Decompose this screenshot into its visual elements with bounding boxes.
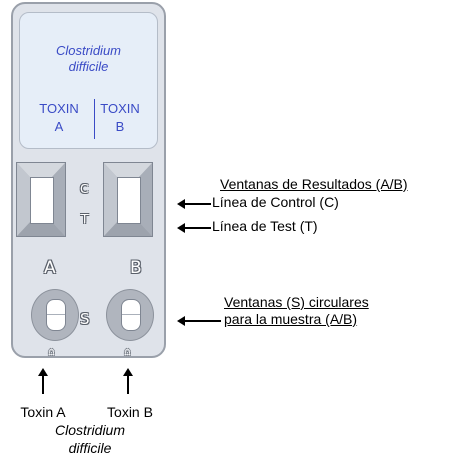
control-line-mark: C: [80, 182, 89, 196]
organism-name-line1: Clostridium: [55, 43, 121, 58]
toxin-b-label-line2: B: [115, 119, 125, 134]
house-icon: ⌂: [124, 346, 131, 358]
sample-mark: S: [80, 310, 90, 328]
test-line-arrow: [177, 223, 211, 233]
control-line-annotation: Línea de Control (C): [212, 194, 339, 210]
toxin-b-label-line1: TOXIN: [100, 101, 140, 116]
window-a-mark: A: [44, 258, 56, 278]
sample-windows-annotation-line2: para la muestra (A/B): [224, 311, 358, 327]
result-window-a-strip: [30, 177, 54, 224]
result-window-a-bevel: [16, 162, 66, 237]
toxin-b-label: TOXIN B: [90, 101, 150, 134]
test-cassette: Clostridium difficile TOXIN A TOXIN B: [11, 2, 166, 358]
toxin-a-label: TOXIN A: [29, 101, 89, 134]
result-window-b-strip: [117, 177, 141, 224]
toxin-divider: [94, 99, 95, 139]
house-icon: ⌂: [48, 346, 55, 358]
sample-windows-arrow: [177, 316, 221, 326]
result-windows-annotation: Ventanas de Resultados (A/B): [220, 176, 408, 192]
sample-well-a-slot: [46, 299, 66, 331]
result-window-a: [16, 162, 66, 237]
control-line-arrow: [177, 199, 211, 209]
test-line-annotation: Línea de Test (T): [212, 218, 318, 234]
bottom-organism-line1: Clostridium: [54, 422, 125, 438]
toxin-a-label-line2: A: [54, 119, 64, 134]
bottom-organism-line2: difficile: [68, 440, 112, 456]
bottom-toxin-a-label: Toxin A: [20, 404, 66, 420]
sample-well-b: [106, 289, 154, 341]
sample-windows-annotation-line1: Ventanas (S) circulares: [224, 294, 369, 310]
test-line-mark: T: [81, 212, 89, 226]
bottom-toxin-b-label: Toxin B: [107, 404, 153, 420]
sample-well-a: [31, 289, 79, 341]
label-card: Clostridium difficile TOXIN A TOXIN B: [19, 12, 158, 149]
result-window-b-bevel: [103, 162, 153, 237]
sample-well-b-slot: [121, 299, 141, 331]
organism-name-line2: difficile: [68, 59, 109, 74]
window-b-mark: B: [130, 258, 142, 278]
toxin-a-arrow: [38, 368, 48, 394]
toxin-b-arrow: [123, 368, 133, 394]
result-window-b: [103, 162, 153, 237]
toxin-a-label-line1: TOXIN: [39, 101, 79, 116]
